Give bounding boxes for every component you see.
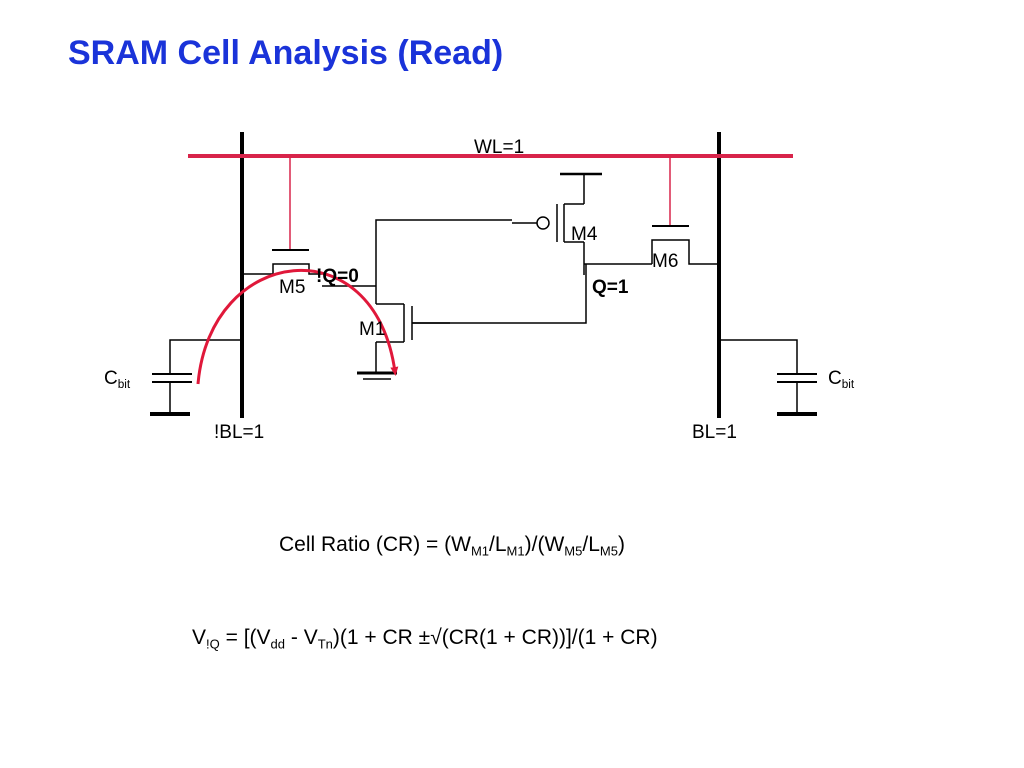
access-transistor-m5 <box>242 156 322 275</box>
bitline-label: BL=1 <box>692 422 737 443</box>
slide-title: SRAM Cell Analysis (Read) <box>68 34 504 72</box>
cbit-right-label: Cbit <box>828 368 855 392</box>
ground-symbol <box>357 371 397 380</box>
nmos-m1 <box>375 286 450 372</box>
pmos-m4 <box>512 172 602 275</box>
wordline-label: WL=1 <box>474 137 525 158</box>
nq-node-label: !Q=0 <box>316 266 359 287</box>
cbit-left-label: Cbit <box>104 368 131 392</box>
read-current-arrow <box>196 269 399 385</box>
m1-label: M1 <box>359 319 386 340</box>
m6-label: M6 <box>652 251 679 272</box>
nq-to-m4-gate <box>375 219 512 286</box>
m5-label: M5 <box>279 277 306 298</box>
q-node-label: Q=1 <box>592 277 629 298</box>
bitline-bar-label: !BL=1 <box>214 422 265 443</box>
capacitor-cbit-left <box>150 339 242 416</box>
access-transistor-m6 <box>651 156 719 265</box>
vq-bar-equation: V!Q = [(Vdd - VTn)(1 + CR ±√(CR(1 + CR))… <box>192 626 658 652</box>
cell-ratio-equation: Cell Ratio (CR) = (WM1/LM1)/(WM5/LM5) <box>279 533 625 559</box>
q-to-m1-gate <box>412 264 587 324</box>
m4-label: M4 <box>571 224 598 245</box>
capacitor-cbit-right <box>719 339 817 416</box>
